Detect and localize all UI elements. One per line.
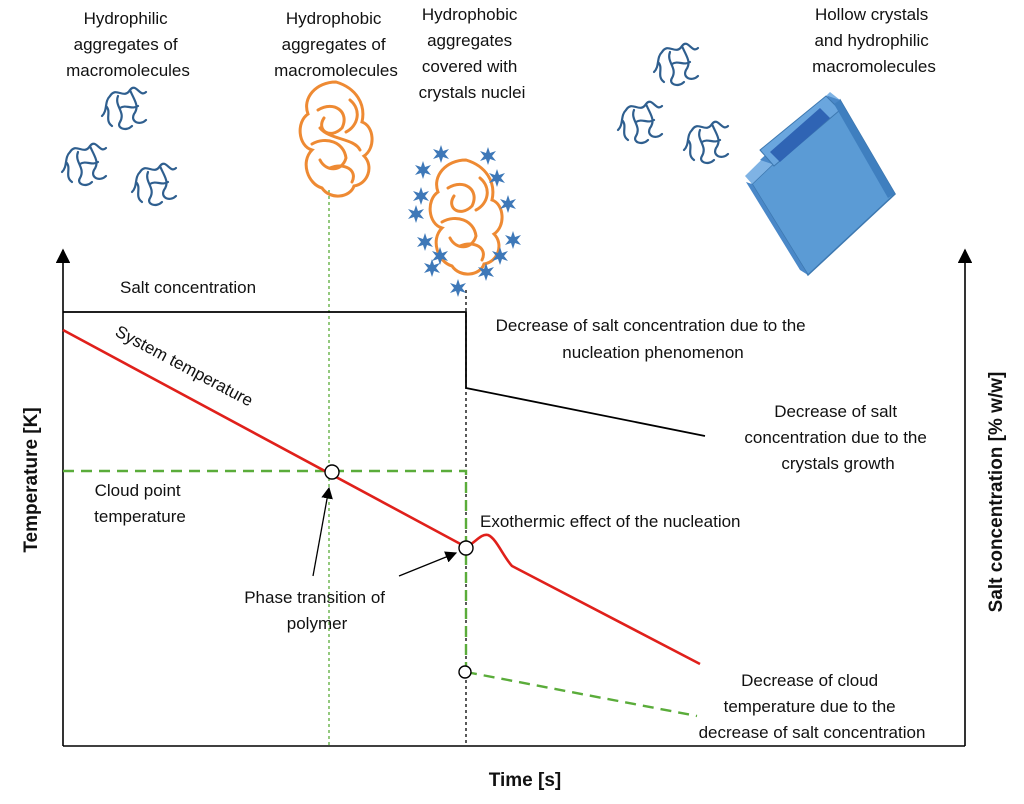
nucleation-marker <box>458 540 474 556</box>
salt-concentration-label: Salt concentration <box>120 278 256 297</box>
phase-transition-arrow-1 <box>312 486 333 577</box>
phase-transition-arrow-2 <box>398 551 458 577</box>
cloud-point-marker <box>324 464 340 480</box>
phase-transition-label: Phase transition of polymer <box>244 588 390 633</box>
covered-coil-icon <box>428 158 504 276</box>
hydrophobic-label: Hydrophobic aggregates of macromolecules <box>274 9 398 80</box>
x-axis-title: Time [s] <box>489 770 562 791</box>
cloud-point-label: Cloud point temperature <box>94 481 186 526</box>
hollow-crystal-icon <box>745 92 896 277</box>
reduced-cloud-point-marker <box>458 665 472 679</box>
exothermic-label: Exothermic effect of the nucleation <box>480 512 741 531</box>
cloud-decrease-label: Decrease of cloud temperature due to the… <box>699 671 926 742</box>
hollow-crystals-label: Hollow crystals and hydrophilic macromol… <box>812 5 936 76</box>
axes <box>55 248 973 747</box>
cloud-point-line <box>63 469 468 672</box>
nucleation-decrease-label: Decrease of salt concentration due to th… <box>496 316 811 362</box>
covered-label: Hydrophobic aggregates covered with crys… <box>419 5 526 102</box>
salt-concentration-line <box>63 311 706 437</box>
cloud-point-decrease-line <box>465 670 698 718</box>
growth-decrease-label: Decrease of salt concentration due to th… <box>744 402 931 473</box>
hydrophobic-coil-icon <box>298 80 374 198</box>
hydrophilic-label: Hydrophilic aggregates of macromolecules <box>66 9 190 80</box>
right-y-axis-title: Salt concentration [% w/w] <box>986 372 1007 613</box>
hydrophilic-coil-icon-right <box>616 42 730 165</box>
hydrophilic-coil-icon <box>60 86 178 207</box>
left-y-axis-title: Temperature [K] <box>21 407 42 552</box>
system-temperature-label: System temperature <box>112 322 256 411</box>
